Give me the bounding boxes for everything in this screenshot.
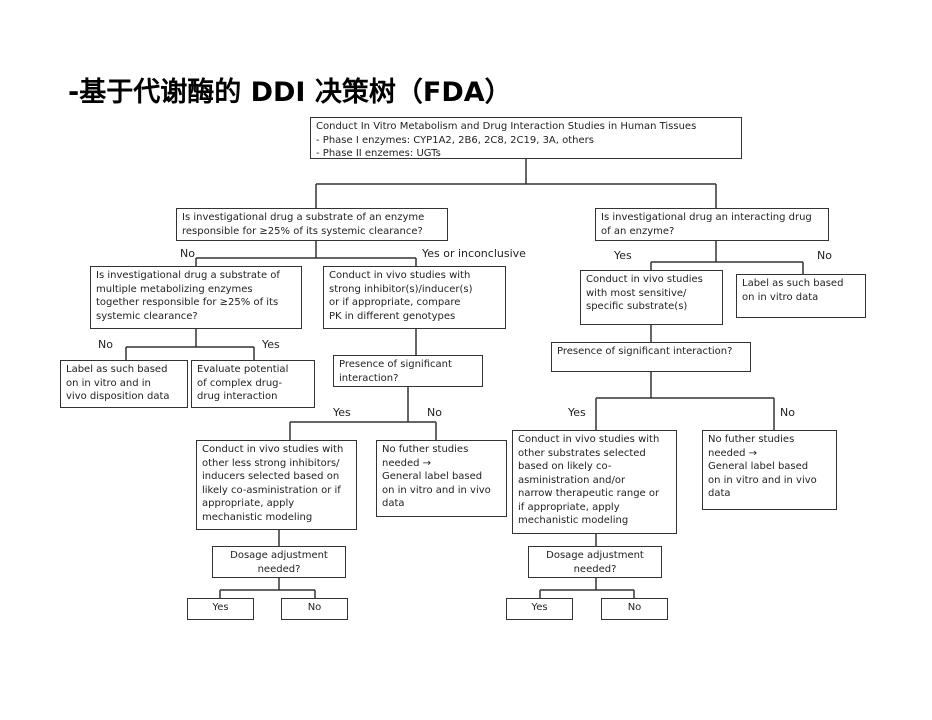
node-invivo-strong: Conduct in vivo studies with strong inhib… xyxy=(323,266,506,329)
node-dosage-right: Dosage adjustment needed? xyxy=(528,546,662,578)
node-text-line: other less strong inhibitors/ xyxy=(202,457,340,469)
node-text-line: systemic clearance? xyxy=(96,310,198,322)
node-substrate-q: Is investigational drug a substrate of a… xyxy=(176,208,448,241)
edge-label-sub-yes: Yes or inconclusive xyxy=(422,247,526,260)
node-text-line: mechanistic modeling xyxy=(518,515,629,526)
node-text-line: needed → xyxy=(708,447,758,459)
node-text-line: appropriate, apply xyxy=(202,498,295,509)
node-multi-q: Is investigational drug a substrate of mu… xyxy=(90,266,302,329)
node-text-line: Is investigational drug a substrate of a… xyxy=(182,212,425,223)
edge-label-int-no: No xyxy=(817,249,832,262)
node-text-line: asministration and/or xyxy=(518,474,626,486)
node-label-invitro-invivo: Label as such based on in vitro and in viv… xyxy=(60,360,188,408)
node-yes-left: Yes xyxy=(187,598,254,620)
node-text-line: Presence of significant xyxy=(339,359,452,370)
node-yes-right: Yes xyxy=(506,598,573,620)
node-no-right: No xyxy=(601,598,668,620)
node-no-left: No xyxy=(281,598,348,620)
node-interacting-q: Is investigational drug an interacting d… xyxy=(595,208,829,241)
node-text-line: multiple metabolizing enzymes xyxy=(96,283,253,295)
node-text-line: General label based xyxy=(708,461,809,472)
node-text-line: Evaluate potential xyxy=(197,364,289,375)
node-text-line: other substrates selected xyxy=(518,447,646,459)
edge-label-pres-right-no: No xyxy=(780,406,795,419)
node-no-further-right: No futher studies needed → General label b… xyxy=(702,430,837,510)
node-text-line: No xyxy=(627,602,642,613)
node-text-line: with most sensitive/ xyxy=(586,287,687,299)
node-text-line: Conduct in vivo studies with xyxy=(202,444,344,455)
edge-label-multi-yes: Yes xyxy=(262,338,280,351)
node-text-line: PK in different genotypes xyxy=(329,310,456,322)
node-text-line: Presence of significant interaction? xyxy=(557,346,733,357)
node-text-line: specific substrate(s) xyxy=(586,301,688,312)
node-text-line: together responsible for ≥25% of its xyxy=(96,297,279,308)
node-text-line: on in vitro and in vivo xyxy=(708,474,817,486)
node-root: Conduct In Vitro Metabolism and Drug Int… xyxy=(310,117,742,159)
node-text-line: likely co-asministration or if xyxy=(202,484,341,496)
node-text-line: No futher studies xyxy=(708,434,795,445)
edge-label-multi-no: No xyxy=(98,338,113,351)
node-text-line: - Phase I enzymes: CYP1A2, 2B6, 2C8, 2C1… xyxy=(316,134,594,146)
node-invivo-less-strong: Conduct in vivo studies with other less s… xyxy=(196,440,357,530)
edge-label-pres-mid-yes: Yes xyxy=(333,406,351,419)
node-dosage-left: Dosage adjustment needed? xyxy=(212,546,346,578)
page-title: -基于代谢酶的 DDI 决策树（FDA） xyxy=(68,77,512,108)
node-no-further-mid: No futher studies needed → General label b… xyxy=(376,440,507,517)
node-text-line: on in vitro and in vivo xyxy=(382,484,491,496)
node-text-line: Conduct In Vitro Metabolism and Drug Int… xyxy=(316,121,697,132)
node-text-line: Label as such based xyxy=(742,278,844,289)
node-text-line: mechanistic modeling xyxy=(202,511,313,523)
node-text-line: Yes xyxy=(531,602,548,613)
node-text-line: on in vitro and in xyxy=(66,377,151,389)
node-label-invitro: Label as such based on in vitro data xyxy=(736,274,866,318)
node-text-line: interaction? xyxy=(339,372,399,384)
node-text-line: narrow therapeutic range or xyxy=(518,488,660,499)
node-text-line: Conduct in vivo studies with xyxy=(518,434,660,445)
node-text-line: of an enzyme? xyxy=(601,225,675,237)
node-text-line: Is investigational drug a substrate of xyxy=(96,270,280,281)
edge-label-int-yes: Yes xyxy=(614,249,632,262)
node-text-line: General label based xyxy=(382,471,483,482)
node-text-line: Dosage adjustment xyxy=(546,550,644,561)
node-text-line: of complex drug- xyxy=(197,377,283,389)
node-presence-right: Presence of significant interaction? xyxy=(551,342,751,372)
node-text-line: Is investigational drug an interacting d… xyxy=(601,212,812,223)
node-text-line: drug interaction xyxy=(197,391,278,402)
node-text-line: inducers selected based on xyxy=(202,471,340,482)
node-text-line: data xyxy=(382,498,405,509)
node-text-line: data xyxy=(708,488,731,499)
edge-label-sub-no: No xyxy=(180,247,195,260)
node-text-line: No futher studies xyxy=(382,444,469,455)
node-text-line: needed? xyxy=(257,563,301,575)
node-text-line: needed → xyxy=(382,457,432,469)
node-text-line: needed? xyxy=(573,563,617,575)
node-evaluate-complex: Evaluate potential of complex drug-drug i… xyxy=(191,360,315,408)
node-text-line: if appropriate, apply xyxy=(518,501,620,513)
node-text-line: No xyxy=(307,602,322,613)
node-text-line: or if appropriate, compare xyxy=(329,297,461,308)
node-text-line: Yes xyxy=(212,602,229,613)
node-presence-mid: Presence of significant interaction? xyxy=(333,355,483,387)
node-text-line: Dosage adjustment xyxy=(230,550,328,561)
node-text-line: Conduct in vivo studies xyxy=(586,274,703,285)
node-invivo-other-substrates: Conduct in vivo studies with other substr… xyxy=(512,430,677,534)
node-text-line: strong inhibitor(s)/inducer(s) xyxy=(329,283,473,295)
edge-label-pres-mid-no: No xyxy=(427,406,442,419)
node-text-line: - Phase II enzemes: UGTs xyxy=(316,148,441,159)
node-text-line: Label as such based xyxy=(66,364,168,375)
node-text-line: responsible for ≥25% of its systemic cle… xyxy=(182,225,423,237)
node-text-line: Conduct in vivo studies with xyxy=(329,270,471,281)
node-text-line: vivo disposition data xyxy=(66,391,170,402)
edge-label-pres-right-yes: Yes xyxy=(568,406,586,419)
node-invivo-sensitive: Conduct in vivo studies with most sensiti… xyxy=(580,270,723,325)
node-text-line: based on likely co- xyxy=(518,461,612,472)
node-text-line: on in vitro data xyxy=(742,291,819,303)
